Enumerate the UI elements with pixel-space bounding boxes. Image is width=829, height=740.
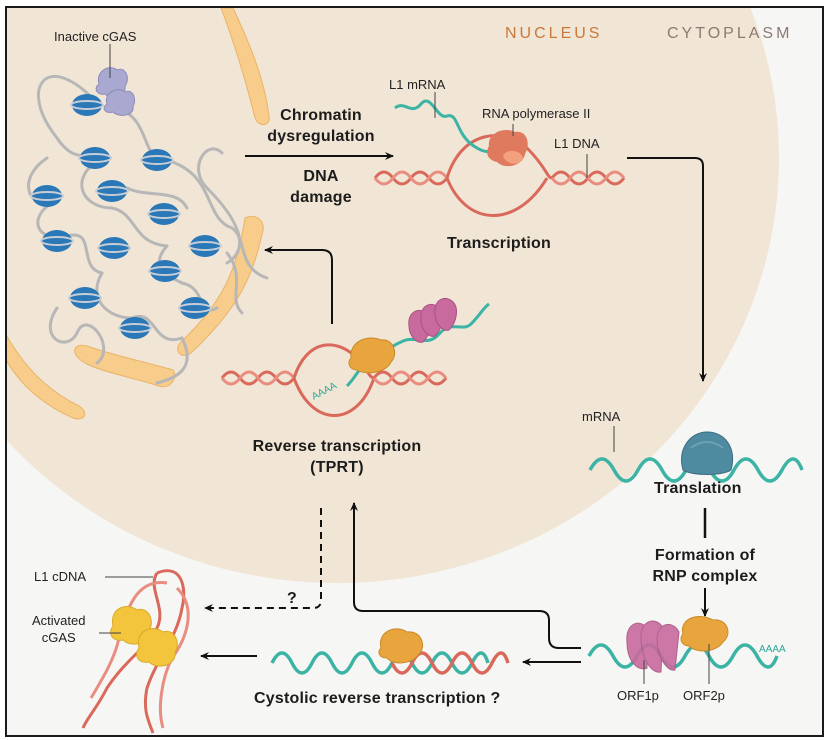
transcription-to-translation-arrow: [627, 157, 707, 382]
activated-cgas-line2: cGAS: [41, 630, 76, 645]
chromatin-line1: Chromatin: [280, 107, 362, 124]
rnp-to-tprt-arrow: [350, 502, 581, 649]
inactive-cgas-label: Inactive cGAS: [54, 29, 137, 44]
cytosolic-orf2p: [378, 628, 423, 664]
dna-damage-line1: DNA: [303, 168, 339, 185]
l1-cdna-label: L1 cDNA: [34, 569, 87, 584]
rnp-orf2p: [680, 616, 729, 652]
orf1p-label: ORF1p: [617, 688, 659, 703]
inactive-cgas: [95, 67, 136, 116]
rnp-orf1p: [626, 620, 680, 673]
activated-cgas-label: Activated cGAS: [32, 612, 85, 646]
nucleosome: [140, 149, 174, 171]
chromatin-dysregulation-label: Chromatin dysregulation: [251, 105, 391, 147]
chromatin-line2: dysregulation: [267, 128, 375, 145]
ribosome: [681, 431, 733, 475]
rna-polymerase-ii: [487, 129, 528, 167]
nucleus-to-cgas-dashed-arrow: [204, 508, 322, 612]
tprt-orf1p: [408, 298, 457, 343]
cytoplasm-label: CYTOPLASM: [667, 25, 793, 42]
nucleosome: [118, 317, 152, 339]
l1-mrna-strand: [394, 99, 501, 154]
envelope-segment: [74, 344, 176, 388]
dna-damage-line2: damage: [290, 189, 352, 206]
nucleosome: [30, 185, 64, 207]
nucleosome: [178, 297, 212, 319]
activated-cgas: [110, 606, 178, 667]
envelope-segment: [7, 335, 86, 420]
cytosolic-rt-label: Cystolic reverse transcription ?: [254, 690, 501, 707]
mrna-label: mRNA: [582, 409, 621, 424]
tprt-orf2p: [348, 337, 396, 374]
nucleosome: [68, 287, 102, 309]
nucleosome: [97, 237, 131, 259]
cytosolic-rt-hybrid: [270, 651, 510, 675]
dna-damage-label: DNA damage: [251, 166, 391, 208]
polya-rnp-label: AAAA: [759, 644, 786, 655]
nucleosome: [78, 147, 112, 169]
l1-dna-label: L1 DNA: [554, 136, 600, 151]
rna-pol-ii-label: RNA polymerase II: [482, 106, 591, 121]
transcription-label: Transcription: [447, 235, 551, 252]
tprt-label: Reverse transcription (TPRT): [227, 436, 447, 478]
nucleosomes: [30, 94, 222, 339]
nucleosome: [148, 260, 182, 282]
l1-lifecycle-diagram: [7, 8, 804, 734]
tprt-to-chromatin-arrow: [264, 246, 333, 324]
translation-label: Translation: [654, 480, 742, 497]
nucleus-body: [7, 8, 779, 583]
tprt-line2: (TPRT): [310, 459, 364, 476]
tprt-dna: [220, 343, 448, 417]
nucleosome: [147, 203, 181, 225]
tprt-line1: Reverse transcription: [252, 438, 422, 455]
rnp-line1: Formation of: [654, 547, 756, 564]
orf2p-label: ORF2p: [683, 688, 725, 703]
rnp-formation-label: Formation of RNP complex: [635, 545, 775, 587]
nucleosome: [188, 235, 222, 257]
rnp-line2: RNP complex: [652, 568, 758, 585]
diagram-frame: NUCLEUS CYTOPLASM Inactive cGAS L1 mRNA …: [5, 6, 824, 737]
nucleosome: [40, 230, 74, 252]
l1-mrna-label: L1 mRNA: [389, 77, 446, 92]
envelope-segment: [220, 8, 270, 125]
nucleosome: [70, 94, 104, 116]
nucleosome: [95, 180, 129, 202]
question-mark: ?: [287, 590, 297, 607]
activated-cgas-line1: Activated: [32, 613, 86, 628]
rnp-mrna: [587, 643, 779, 669]
nucleus-label: NUCLEUS: [505, 25, 603, 42]
